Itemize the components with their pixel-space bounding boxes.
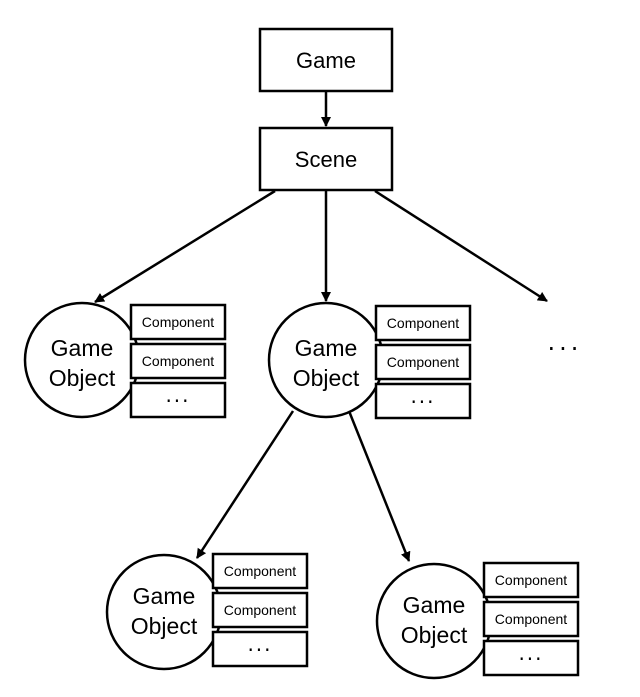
edge-center-to-bottom-left-object bbox=[195, 410, 295, 559]
component-box bbox=[211, 552, 309, 590]
scene-node: Scene bbox=[258, 126, 394, 192]
game-object-label-line2: Object bbox=[401, 622, 468, 648]
more-components-label: ··· bbox=[518, 647, 543, 671]
game-object-label-line1: Game bbox=[295, 335, 358, 361]
more-components-label: ··· bbox=[247, 638, 272, 662]
game-object-label-line2: Object bbox=[293, 365, 360, 391]
more-components-box bbox=[374, 382, 472, 420]
component-box bbox=[482, 600, 580, 638]
edge-scene-to-more bbox=[374, 189, 548, 303]
component-box bbox=[374, 304, 472, 342]
game-object-label-line1: Game bbox=[133, 583, 196, 609]
game-object-label-line1: Game bbox=[51, 335, 114, 361]
component-box bbox=[374, 343, 472, 381]
game-label: Game bbox=[296, 48, 356, 73]
game-object-node-center: Game Object Component Component ··· bbox=[267, 301, 472, 420]
component-label: Component bbox=[387, 354, 459, 370]
component-label: Component bbox=[495, 611, 567, 627]
more-children-label: ··· bbox=[548, 335, 583, 363]
game-object-label-line2: Object bbox=[49, 365, 116, 391]
edge-scene-to-left-object bbox=[94, 189, 276, 304]
more-components-box bbox=[129, 381, 227, 419]
game-node: Game bbox=[258, 27, 394, 93]
component-box bbox=[211, 591, 309, 629]
game-object-node-bottom-left: Game Object Component Component ··· bbox=[105, 552, 309, 671]
more-components-box bbox=[211, 630, 309, 668]
component-label: Component bbox=[224, 602, 296, 618]
component-box bbox=[482, 561, 580, 599]
edge-center-to-bottom-right-object bbox=[347, 410, 411, 562]
more-components-label: ··· bbox=[410, 390, 435, 414]
game-object-label-line1: Game bbox=[403, 592, 466, 618]
component-label: Component bbox=[495, 572, 567, 588]
game-object-node-bottom-right: Game Object Component Component ··· bbox=[375, 561, 580, 680]
component-label: Component bbox=[387, 315, 459, 331]
game-object-label-line2: Object bbox=[131, 613, 198, 639]
component-box bbox=[129, 342, 227, 380]
component-label: Component bbox=[142, 353, 214, 369]
more-components-label: ··· bbox=[165, 389, 190, 413]
more-components-box bbox=[482, 639, 580, 677]
game-object-node-left: Game Object Component Component ··· bbox=[23, 301, 227, 419]
scene-label: Scene bbox=[295, 147, 357, 172]
component-box bbox=[129, 303, 227, 341]
component-label: Component bbox=[224, 563, 296, 579]
component-label: Component bbox=[142, 314, 214, 330]
